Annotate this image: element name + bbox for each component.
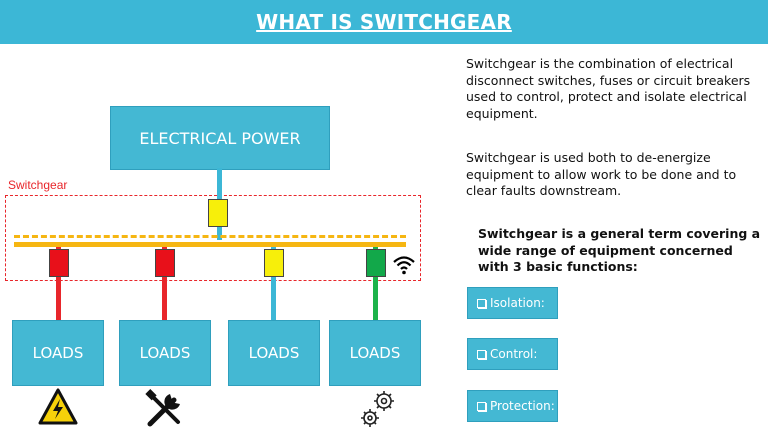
breaker-1 bbox=[49, 249, 69, 277]
function-label: Control: bbox=[490, 347, 538, 361]
function-label: Protection: bbox=[490, 399, 555, 413]
switchgear-label: Switchgear bbox=[8, 178, 68, 192]
electrical-power-label: ELECTRICAL POWER bbox=[139, 128, 301, 148]
checkbox-icon bbox=[477, 298, 486, 308]
function-protection-button[interactable]: Protection: bbox=[467, 390, 558, 422]
breaker-4 bbox=[366, 249, 386, 277]
breaker-2 bbox=[155, 249, 175, 277]
checkbox-icon bbox=[477, 401, 486, 411]
function-isolation-button[interactable]: Isolation: bbox=[467, 287, 558, 319]
wifi-icon bbox=[393, 256, 415, 275]
tools-icon bbox=[145, 389, 180, 427]
checkbox-icon bbox=[477, 349, 486, 359]
electrical-power-box: ELECTRICAL POWER bbox=[110, 106, 330, 170]
load-box-3: LOADS bbox=[228, 320, 320, 386]
functions-intro: Switchgear is a general term covering a … bbox=[478, 226, 761, 274]
header-bar: WHAT IS SWITCHGEAR bbox=[0, 0, 768, 44]
feeder-line-2 bbox=[162, 247, 167, 320]
feeder-line-4 bbox=[373, 247, 378, 320]
switchgear-outline bbox=[5, 195, 421, 281]
load-label: LOADS bbox=[32, 344, 84, 362]
load-box-2: LOADS bbox=[119, 320, 211, 386]
main-breaker bbox=[208, 199, 228, 227]
high-voltage-warning-icon bbox=[38, 388, 78, 425]
load-label: LOADS bbox=[248, 344, 300, 362]
gears-icon bbox=[361, 391, 394, 427]
page-title: WHAT IS SWITCHGEAR bbox=[256, 10, 512, 34]
breaker-3 bbox=[264, 249, 284, 277]
load-label: LOADS bbox=[349, 344, 401, 362]
busbar-dashed bbox=[14, 235, 406, 238]
function-label: Isolation: bbox=[490, 296, 545, 310]
load-box-4: LOADS bbox=[329, 320, 421, 386]
description-paragraph-1: Switchgear is the combination of electri… bbox=[466, 56, 751, 121]
description-paragraph-2: Switchgear is used both to de-energize e… bbox=[466, 150, 737, 198]
function-control-button[interactable]: Control: bbox=[467, 338, 558, 370]
busbar bbox=[14, 242, 406, 247]
load-label: LOADS bbox=[139, 344, 191, 362]
load-box-1: LOADS bbox=[12, 320, 104, 386]
feeder-line-1 bbox=[56, 247, 61, 320]
feeder-line-3 bbox=[271, 247, 276, 320]
